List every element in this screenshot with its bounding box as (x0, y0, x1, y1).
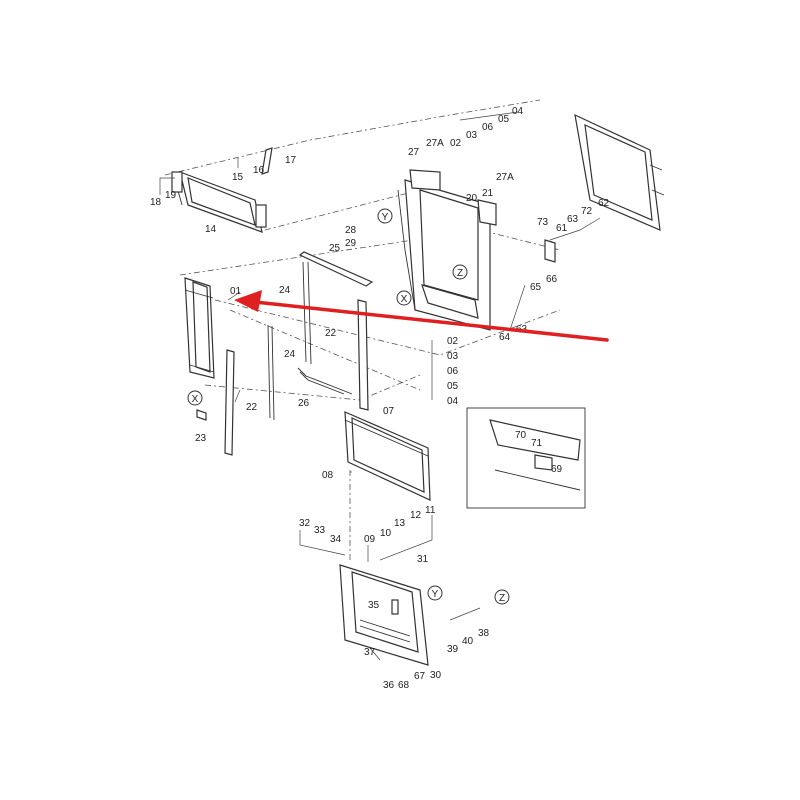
callout-21: 21 (482, 188, 494, 199)
callout-18: 18 (150, 197, 162, 208)
callout-63-upper: 63 (567, 214, 579, 225)
callout-06-lower: 06 (447, 366, 459, 377)
callout-69: 69 (551, 464, 563, 475)
condenser-part-07 (344, 411, 431, 501)
callout-32: 32 (299, 518, 311, 529)
intercooler-part-14 (171, 171, 267, 233)
callout-38: 38 (478, 628, 490, 639)
callout-65: 65 (530, 282, 542, 293)
callout-07: 07 (383, 406, 395, 417)
callout-05-lower: 05 (447, 381, 459, 392)
callout-22-right: 22 (325, 328, 337, 339)
callout-28: 28 (345, 225, 357, 236)
seal-part-22-right (357, 299, 369, 411)
view-marker-letters: X X Y Y Z Z (192, 212, 505, 604)
callout-37: 37 (364, 647, 376, 658)
leader-lines (159, 111, 601, 661)
seal-part-24-left (267, 324, 275, 421)
bracket-part-66 (544, 239, 556, 263)
callout-30: 30 (430, 670, 442, 681)
fan-shroud-part-62 (574, 113, 665, 231)
seal-strip-part-25 (298, 251, 374, 365)
callout-14: 14 (205, 224, 217, 235)
callout-67: 67 (414, 671, 426, 682)
callout-40: 40 (462, 636, 474, 647)
view-markers (187, 208, 510, 605)
view-marker-x-1-label: X (192, 394, 199, 405)
callout-08: 08 (322, 470, 334, 481)
callout-31: 31 (417, 554, 429, 565)
callout-02-upper: 02 (450, 138, 462, 149)
callout-16: 16 (253, 165, 265, 176)
view-marker-x-2-label: X (401, 294, 408, 305)
pin-part-23 (196, 409, 207, 421)
view-marker-z-2-label: Z (499, 593, 505, 604)
view-marker-z-1-label: Z (457, 268, 463, 279)
callout-09: 09 (364, 534, 376, 545)
view-marker-z-1 (452, 264, 468, 280)
callout-71: 71 (531, 438, 543, 449)
callout-27A-right: 27A (496, 172, 514, 183)
detail-inset-box (466, 407, 586, 509)
callout-70: 70 (515, 430, 527, 441)
red-arrow-shaft (253, 300, 609, 342)
callout-12: 12 (410, 510, 422, 521)
callout-17: 17 (285, 155, 297, 166)
callout-02-lower: 02 (447, 336, 459, 347)
red-arrow-head (234, 290, 262, 312)
callout-04-lower: 04 (447, 396, 459, 407)
callout-73: 73 (537, 217, 549, 228)
callout-06-upper: 06 (482, 122, 494, 133)
callout-27A-upper: 27A (426, 138, 444, 149)
callout-04-upper: 04 (512, 106, 524, 117)
lower-frame-part-30 (339, 564, 429, 666)
callout-64: 64 (499, 332, 511, 343)
callout-61: 61 (556, 223, 568, 234)
pipe-part-17 (261, 147, 273, 175)
callout-68: 68 (398, 680, 410, 691)
callout-66: 66 (546, 274, 558, 285)
callout-34: 34 (330, 534, 342, 545)
red-annotation-arrow (234, 290, 609, 342)
callout-62: 62 (598, 198, 610, 209)
callout-39: 39 (447, 644, 459, 655)
callout-24-upper: 24 (279, 285, 291, 296)
view-marker-y-2 (427, 585, 443, 601)
callout-20: 20 (466, 193, 478, 204)
callout-24-lower: 24 (284, 349, 296, 360)
callout-15: 15 (232, 172, 244, 183)
view-marker-z-2 (494, 589, 510, 605)
callout-03-lower: 03 (447, 351, 459, 362)
view-marker-x-2 (396, 290, 412, 306)
callout-03-upper: 03 (466, 130, 478, 141)
view-marker-y-2-label: Y (432, 589, 439, 600)
callout-29: 29 (345, 238, 357, 249)
view-marker-y-1-label: Y (382, 212, 389, 223)
view-marker-x-1 (187, 390, 203, 406)
callout-13: 13 (394, 518, 406, 529)
callout-22-left: 22 (246, 402, 258, 413)
seal-strip-part-26 (297, 367, 353, 395)
callout-27: 27 (408, 147, 420, 158)
callout-19: 19 (165, 190, 177, 201)
callout-01: 01 (230, 286, 242, 297)
callout-05-upper: 05 (498, 114, 510, 125)
callout-11: 11 (425, 505, 436, 516)
radiator-part-01 (184, 277, 215, 379)
callout-36: 36 (383, 680, 395, 691)
callout-23: 23 (195, 433, 207, 444)
callout-72: 72 (581, 206, 593, 217)
callout-25: 25 (329, 243, 341, 254)
callout-labels: 01 02 03 06 05 04 02 03 06 05 04 07 08 0… (150, 106, 610, 691)
callout-33: 33 (314, 525, 326, 536)
view-marker-y-1 (377, 208, 393, 224)
callout-35: 35 (368, 600, 380, 611)
seal-part-22-left (224, 349, 235, 456)
callout-26: 26 (298, 398, 310, 409)
callout-10: 10 (380, 528, 392, 539)
